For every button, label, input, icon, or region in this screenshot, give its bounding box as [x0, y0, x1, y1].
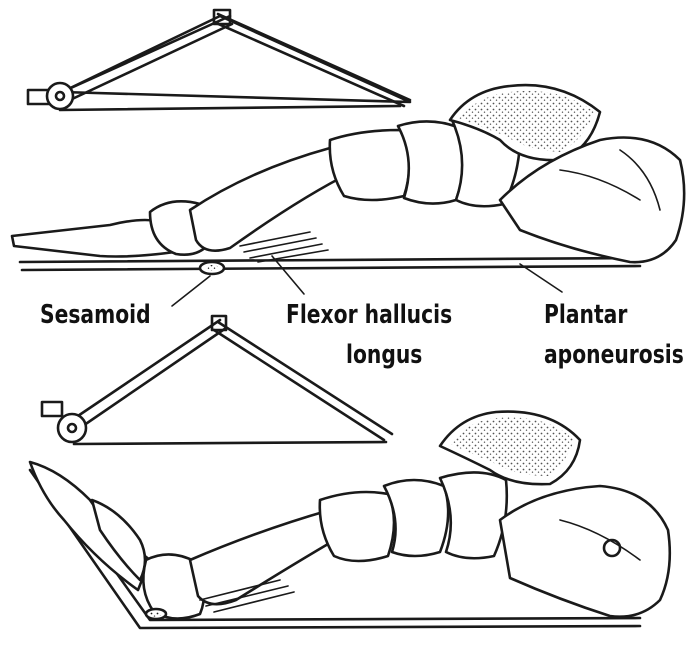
label-leaders: [172, 256, 562, 306]
foot-neutral: [12, 85, 684, 274]
label-sesamoid: Sesamoid: [40, 300, 151, 330]
label-plantar: Plantar: [544, 300, 627, 330]
windlass-truss-bottom: [42, 316, 392, 444]
label-longus: longus: [346, 340, 422, 370]
label-flexor-hallucis: Flexor hallucis: [286, 300, 452, 330]
windlass-truss-top: [28, 10, 410, 110]
label-aponeurosis: aponeurosis: [544, 340, 684, 370]
